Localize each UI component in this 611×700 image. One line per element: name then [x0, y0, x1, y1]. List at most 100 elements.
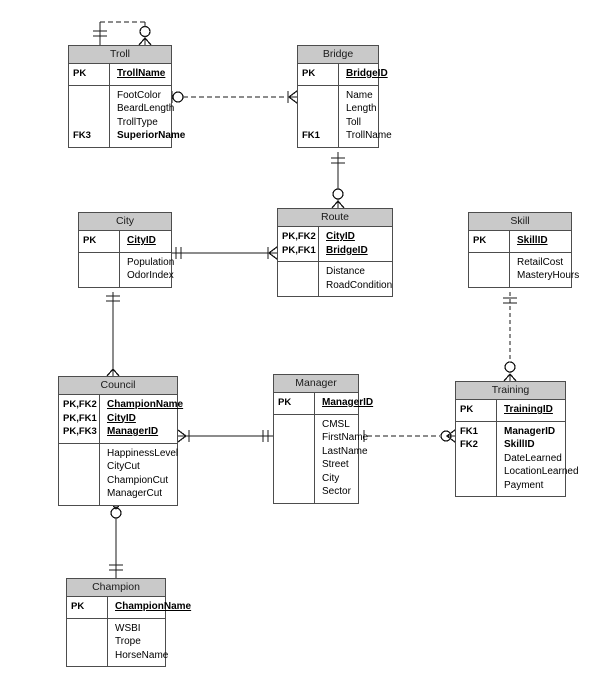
relationship-city-route — [172, 246, 278, 260]
attr-markers — [469, 252, 510, 287]
attribute-name: Toll — [346, 116, 362, 128]
attribute-name: BeardLength — [117, 103, 175, 114]
attribute-name: CityCut — [107, 461, 140, 472]
entity-key-section-council: PK,FK2 PK,FK1 PK,FK3 ChampionName CityID… — [59, 395, 183, 444]
key-attributes: ChampionName — [108, 597, 195, 618]
relationship-manager-training — [363, 429, 456, 443]
attribute-name: Sector — [322, 486, 351, 497]
attribute-name: Distance — [326, 266, 365, 277]
attribute-name: FirstName — [322, 432, 369, 443]
attribute-name: DateLearned — [504, 452, 562, 464]
key-marker: PK — [71, 601, 85, 612]
relationship-troll-self — [93, 21, 152, 46]
entity-key-section-champion: PK ChampionName — [67, 597, 191, 619]
attr-marker: FK1 — [302, 130, 320, 141]
entity-key-section-training: PK TrainingID — [456, 400, 565, 422]
key-markers: PK — [274, 393, 315, 414]
key-attributes: SkillID — [510, 231, 571, 252]
attr-markers — [67, 618, 108, 666]
entity-attr-section-city: Population OdorIndex — [79, 252, 174, 287]
attr-markers — [274, 414, 315, 503]
entity-route[interactable]: Route PK,FK2 PK,FK1 CityID BridgeID Dist… — [277, 208, 393, 297]
attr-marker: FK3 — [73, 130, 91, 141]
attribute-name: Length — [346, 103, 377, 114]
entity-title-champion: Champion — [67, 579, 165, 597]
key-marker: PK — [473, 235, 487, 246]
attribute-name: ManagerCut — [107, 488, 163, 499]
entity-attr-section-bridge: FK1 Name Length Toll TrollName — [298, 85, 392, 147]
attr-markers — [278, 262, 319, 296]
attribute-name: MasteryHours — [517, 270, 580, 281]
entity-title-city: City — [79, 213, 171, 231]
attribute-name: CityID — [107, 412, 136, 424]
relationship-bridge-route — [331, 152, 345, 209]
entity-key-section-troll: PK TrollName — [69, 64, 171, 86]
attribute-name: ChampionName — [115, 601, 192, 612]
attribute-name: RoadCondition — [326, 279, 393, 291]
attribute-name: OdorIndex — [127, 270, 174, 281]
attribute-name: BridgeID — [346, 68, 388, 79]
attribute-name: RetailCost — [517, 256, 564, 268]
entity-key-section-bridge: PK BridgeID — [298, 64, 388, 86]
entity-champion[interactable]: Champion PK ChampionName WSBI Trope Hors… — [66, 578, 191, 667]
entity-key-section-skill: PK SkillID — [469, 231, 571, 253]
attribute-name: Population — [127, 256, 175, 268]
entity-skill[interactable]: Skill PK SkillID RetailCost MasteryHours — [468, 212, 579, 288]
attribute-name: TrollName — [346, 130, 392, 141]
attribute-name: CityID — [326, 231, 355, 242]
attribute-name: ManagerID — [322, 397, 374, 408]
attribute-name: SuperiorName — [117, 130, 186, 141]
entity-title-troll: Troll — [69, 46, 171, 64]
attribute-name: ChampionCut — [107, 474, 169, 486]
attribute-name: TrollName — [117, 68, 166, 79]
key-marker: PK,FK1 — [63, 412, 97, 424]
relationship-skill-training — [503, 292, 517, 382]
attr-names: Population OdorIndex — [120, 253, 178, 287]
entity-attr-section-manager: CMSL FirstName LastName Street City Sect… — [274, 414, 368, 503]
attribute-name: TrainingID — [504, 404, 553, 415]
relationship-council-champion — [109, 501, 123, 578]
attr-markers: FK1 — [298, 85, 339, 147]
entity-attr-section-skill: RetailCost MasteryHours — [469, 252, 579, 287]
attr-names: ManagerID SkillID DateLearned LocationLe… — [497, 422, 583, 497]
attribute-name: FootColor — [117, 89, 161, 101]
key-marker: PK,FK1 — [282, 244, 316, 256]
attribute-name: LastName — [322, 445, 368, 457]
attribute-name: Street — [322, 459, 349, 470]
entity-title-manager: Manager — [274, 375, 358, 393]
key-marker: PK,FK2 — [282, 231, 316, 242]
entity-title-route: Route — [278, 209, 392, 227]
key-attributes: TrollName — [110, 64, 171, 85]
key-attributes: ManagerID — [315, 393, 377, 414]
attr-markers: FK3 — [69, 85, 110, 147]
attribute-name: SkillID — [504, 439, 535, 450]
attribute-name: Trope — [115, 636, 141, 647]
attribute-name: ManagerID — [504, 425, 556, 437]
entity-training[interactable]: Training PK TrainingID FK1 FK2 ManagerID… — [455, 381, 579, 497]
attribute-name: ChampionName — [107, 399, 184, 410]
key-marker: PK — [302, 68, 316, 79]
attr-markers: FK1 FK2 — [456, 421, 497, 496]
attribute-name: Payment — [504, 479, 544, 491]
entity-city[interactable]: City PK CityID Population OdorIndex — [78, 212, 174, 288]
relationship-troll-bridge — [171, 90, 298, 104]
attr-markers — [79, 252, 120, 287]
entity-council[interactable]: Council PK,FK2 PK,FK1 PK,FK3 ChampionNam… — [58, 376, 183, 506]
attribute-name: City — [322, 472, 340, 484]
attr-marker: FK1 — [460, 425, 478, 437]
entity-troll[interactable]: Troll PK TrollName FK3 FootColor BeardLe… — [68, 45, 185, 148]
attribute-name: ManagerID — [107, 426, 159, 437]
key-marker: PK — [460, 404, 474, 415]
key-attributes: CityID — [120, 231, 171, 252]
entity-attr-section-route: Distance RoadCondition — [278, 262, 392, 296]
key-marker: PK — [73, 68, 87, 79]
attribute-name: BridgeID — [326, 244, 368, 256]
entity-bridge[interactable]: Bridge PK BridgeID FK1 Name Length Toll … — [297, 45, 392, 148]
attr-names: WSBI Trope HorseName — [108, 619, 172, 667]
key-markers: PK — [79, 231, 120, 252]
entity-manager[interactable]: Manager PK ManagerID CMSL FirstName — [273, 374, 373, 504]
entity-attr-section-training: FK1 FK2 ManagerID SkillID DateLearned Lo… — [456, 421, 579, 496]
key-marker: PK,FK2 — [63, 399, 97, 410]
key-attributes: BridgeID — [339, 64, 392, 85]
attribute-name: CMSL — [322, 418, 350, 430]
